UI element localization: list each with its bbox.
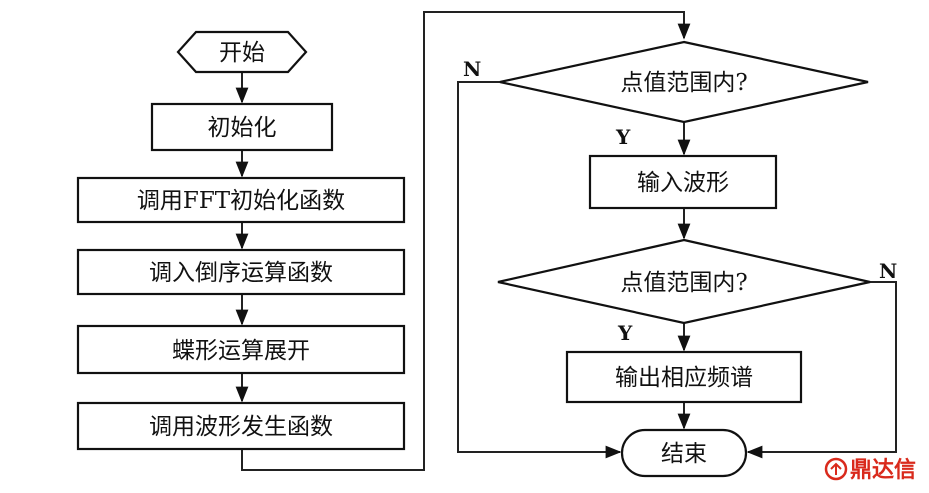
waveform-gen-label: 调用波形发生函数 [149,414,333,440]
end-node: 结束 [620,428,748,478]
start-label: 开始 [219,40,265,66]
fft-init-node: 调用FFT初始化函数 [76,176,406,224]
input-wave-node: 输入波形 [588,154,778,210]
left-connectors [235,11,691,471]
bit-reverse-label: 调入倒序运算函数 [149,260,333,286]
bit-reverse-node: 调入倒序运算函数 [76,248,406,296]
branch-no-2: N [879,259,897,283]
init-node: 初始化 [150,102,334,152]
decision-1-node: 点值范围内? [499,40,869,124]
output-spectrum-box [565,350,803,404]
output-spectrum-label: 输出相应频谱 [615,365,753,391]
waveform-gen-box [76,401,406,451]
watermark-circle-icon [824,457,848,481]
decision-1-label: 点值范围内? [620,70,747,96]
fft-init-label: 调用FFT初始化函数 [137,188,345,214]
start-node: 开始 [176,30,308,74]
branch-yes-1: Y [615,125,631,149]
arrow-left-to-right-column [241,11,691,471]
butterfly-label: 蝶形运算展开 [172,338,310,364]
decision-2-label: 点值范围内? [620,270,747,296]
input-wave-label: 输入波形 [637,170,729,196]
arrow-decision1-no-to-end [457,81,622,459]
arrow-decision2-no-to-end [746,281,897,459]
butterfly-box [76,324,406,375]
bit-reverse-box [76,248,406,296]
end-label: 结束 [661,441,707,467]
butterfly-node: 蝶形运算展开 [76,324,406,375]
start-hexagon [176,30,308,74]
input-wave-box [588,154,778,210]
watermark-logo: 鼎达信 [824,457,916,483]
fft-init-box [76,176,406,224]
watermark-mark-icon [830,462,842,475]
output-spectrum-node: 输出相应频谱 [565,350,803,404]
branch-no-1: N [463,57,481,81]
init-label: 初始化 [208,115,277,141]
init-box [150,102,334,152]
right-connectors [457,81,897,459]
end-rounded-box [620,428,748,478]
decision-2-diamond [497,238,871,325]
decision-1-diamond [499,40,869,124]
watermark-text: 鼎达信 [850,457,916,483]
branch-yes-2: Y [617,321,633,345]
decision-2-node: 点值范围内? [497,238,871,325]
waveform-gen-node: 调用波形发生函数 [76,401,406,451]
